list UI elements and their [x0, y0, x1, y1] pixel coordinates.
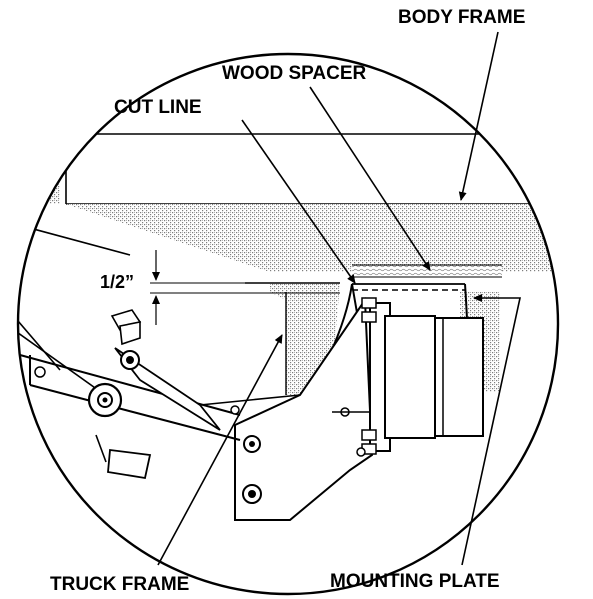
truck-frame-label: TRUCK FRAME — [50, 574, 190, 595]
body-frame-shadow — [66, 204, 545, 270]
suspension-block — [332, 297, 484, 457]
suspension-linkage — [18, 219, 301, 480]
cut-line-label: CUT LINE — [114, 97, 202, 118]
body-frame-leader — [458, 31, 499, 201]
detail-circle — [16, 52, 560, 596]
wood-spacer-leader — [309, 86, 431, 271]
mounting-plate-label: MOUNTING PLATE — [330, 571, 500, 592]
cut-line-leader — [241, 119, 356, 284]
truck-frame-leader — [157, 334, 283, 566]
spring-hanger — [234, 296, 374, 521]
body-frame-label: BODY FRAME — [398, 7, 526, 28]
mounting-plate-leader — [461, 294, 521, 566]
wood-spacer-label: WOOD SPACER — [222, 63, 367, 84]
wood-spacer — [352, 264, 502, 278]
dimension-label: 1/2” — [100, 272, 135, 292]
